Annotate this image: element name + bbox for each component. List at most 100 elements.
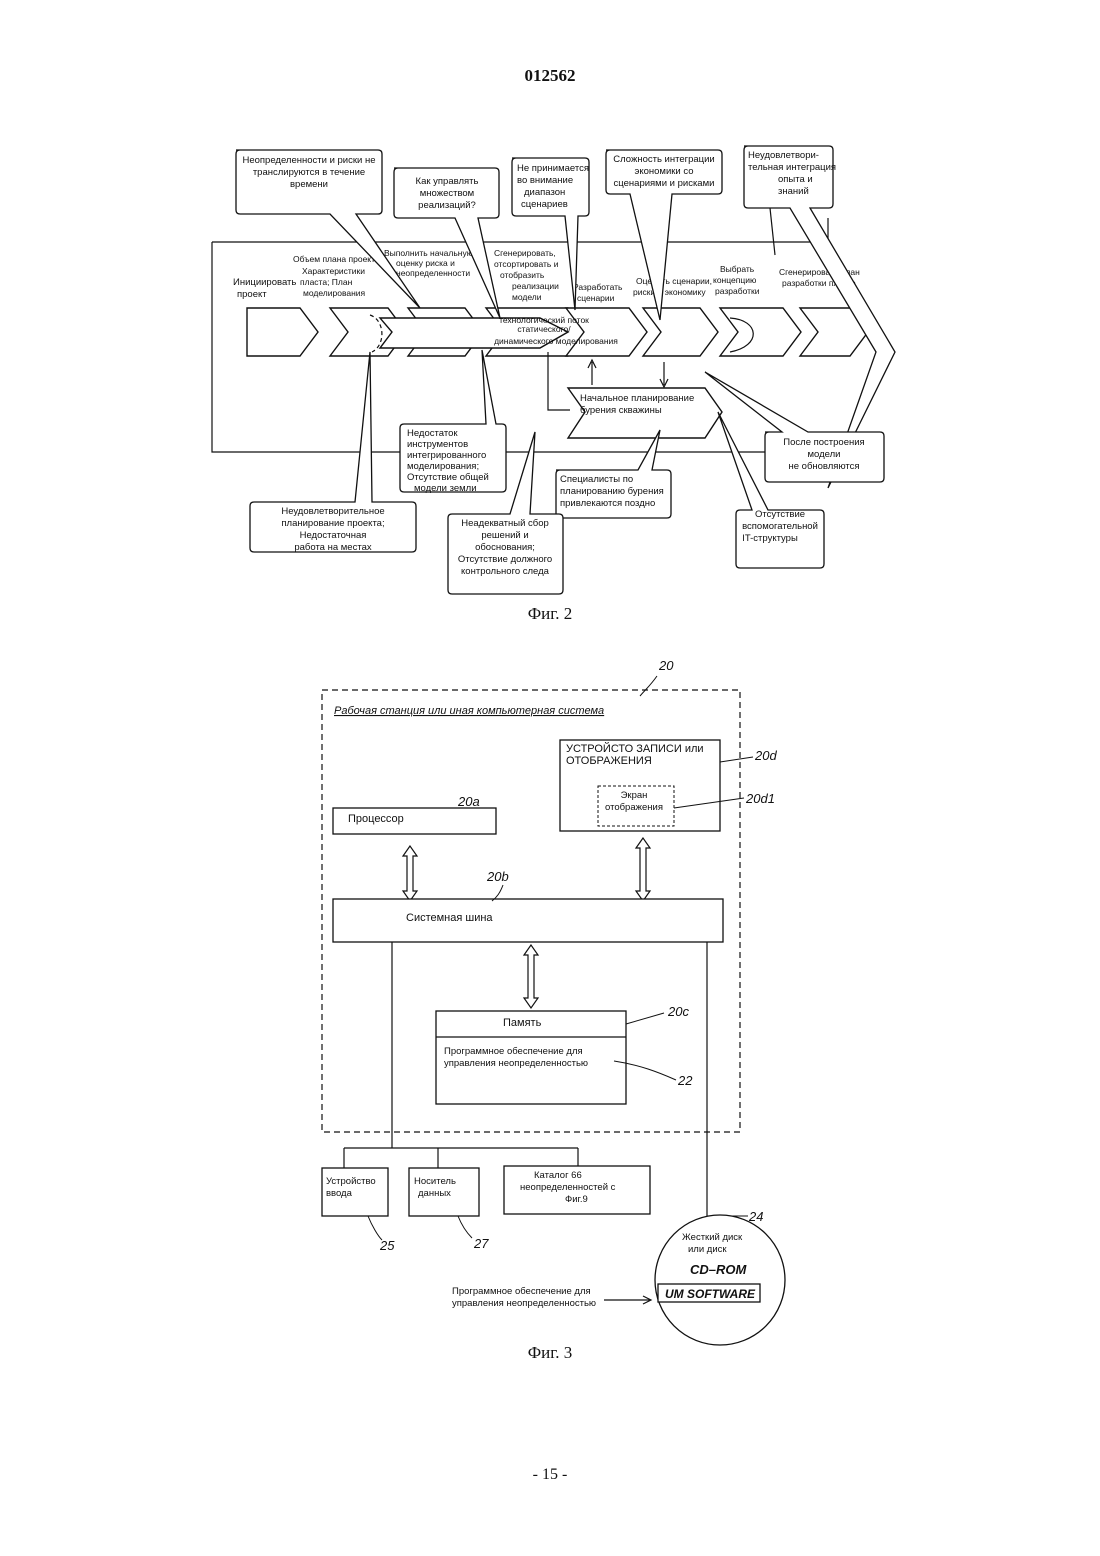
- step-risk-1: Выполнить начальную: [384, 248, 474, 258]
- svg-text:Как управлять: Как управлять: [416, 176, 479, 187]
- step-scenarios-1: Разработать: [573, 282, 623, 292]
- input-device-box: [322, 1168, 388, 1216]
- screen-label-1: Экран: [621, 790, 648, 801]
- svg-text:не обновляются: не обновляются: [789, 461, 860, 472]
- catalog-label-2: неопределенностей с: [520, 1182, 616, 1193]
- drilling-label-2: бурения скважины: [580, 405, 662, 416]
- svg-text:сценариями и рисками: сценариями и рисками: [614, 178, 715, 189]
- system-boundary: [322, 690, 740, 1132]
- ref-bus-leader: [492, 885, 503, 901]
- recorder-bus-arrow: [636, 838, 650, 901]
- svg-text:вспомогательной: вспомогательной: [742, 521, 818, 532]
- svg-text:После построения: После построения: [783, 437, 864, 448]
- workflow-label-3: динамического моделирования: [494, 336, 618, 346]
- step-initiate-1: Инициировать: [233, 277, 296, 288]
- svg-text:контрольного следа: контрольного следа: [461, 566, 550, 577]
- svg-text:моделирования;: моделирования;: [407, 461, 479, 472]
- figure-2-caption: Фиг. 2: [0, 604, 1100, 624]
- step-risk-3: неопределенности: [396, 268, 470, 278]
- figure-3-caption: Фиг. 3: [0, 1343, 1100, 1363]
- step-generate-3: отобразить: [500, 270, 545, 280]
- ref-input: 25: [379, 1238, 395, 1253]
- ref-storage: 27: [473, 1236, 489, 1251]
- storage-label-2: данных: [418, 1188, 451, 1199]
- ref-system: 20: [658, 658, 674, 673]
- svg-text:IT-структуры: IT-структуры: [742, 533, 798, 544]
- svg-text:экономики со: экономики со: [634, 166, 693, 177]
- memory-label: Память: [503, 1017, 542, 1029]
- svg-text:модели: модели: [808, 449, 841, 460]
- recorder-label-2: ОТОБРАЖЕНИЯ: [566, 755, 652, 767]
- svg-text:Не принимается: Не принимается: [517, 163, 589, 174]
- svg-text:модели земли: модели земли: [414, 483, 477, 494]
- svg-text:Недостаточная: Недостаточная: [300, 530, 367, 541]
- screen-box: [598, 786, 674, 826]
- svg-text:знаний: знаний: [778, 186, 809, 197]
- chevron-7: [720, 308, 801, 356]
- step-evaluate-2: риски и экономику: [633, 287, 706, 297]
- disk-label-1: Жесткий диск: [682, 1232, 743, 1243]
- memory-box: [436, 1011, 626, 1104]
- step-generate-4: реализации: [512, 281, 559, 291]
- svg-text:Недостаток: Недостаток: [407, 428, 458, 439]
- catalog-label-3: Фиг.9: [565, 1194, 588, 1205]
- ref-processor: 20a: [457, 794, 480, 809]
- step-evaluate-1: Оценить сценарии,: [636, 276, 712, 286]
- workflow-label-2: статического/: [517, 324, 571, 334]
- ref-recorder-leader: [720, 757, 753, 762]
- step-scenarios-2: сценарии: [577, 293, 615, 303]
- catalog-label-1: Каталог 66: [534, 1170, 582, 1181]
- svg-text:опыта и: опыта и: [778, 174, 813, 185]
- processor-label: Процессор: [348, 813, 404, 825]
- step-concept-3: разработки: [715, 286, 760, 296]
- step-generate-1: Сгенерировать,: [494, 248, 556, 258]
- ref-bus: 20b: [486, 869, 509, 884]
- svg-text:Сложность интеграции: Сложность интеграции: [613, 154, 714, 165]
- svg-text:Отсутствие должного: Отсутствие должного: [458, 554, 552, 565]
- processor-bus-arrow: [403, 846, 417, 901]
- ref-recorder: 20d: [754, 748, 777, 763]
- step-plan-1: Объем плана проекта;: [293, 254, 382, 264]
- svg-text:Неопределенности и риски не: Неопределенности и риски не: [242, 155, 375, 166]
- experience-pointer: [770, 208, 775, 255]
- um-software-box: [658, 1284, 760, 1302]
- chevron-1: [247, 308, 318, 356]
- svg-text:времени: времени: [290, 179, 328, 190]
- ref-memory: 20c: [667, 1004, 689, 1019]
- svg-text:Специалисты по: Специалисты по: [560, 474, 633, 485]
- callout-specialists: Специалисты по планированию бурения прив…: [556, 430, 671, 518]
- ref-screen: 20d1: [745, 791, 775, 806]
- disk-software-label-2: управления неопределенностью: [452, 1298, 596, 1309]
- svg-text:Отсутствие: Отсутствие: [755, 509, 805, 520]
- svg-text:тельная интеграция: тельная интеграция: [748, 162, 836, 173]
- step-initiate-2: проект: [237, 289, 267, 300]
- step-risk-2: оценку риска и: [396, 258, 455, 268]
- drilling-loop-left: [548, 352, 570, 410]
- disk-software-arrowhead: [643, 1296, 651, 1304]
- ref-storage-leader: [458, 1216, 472, 1238]
- ref-screen-leader: [674, 798, 744, 808]
- software-label-2: управления неопределенностью: [444, 1058, 588, 1069]
- svg-text:планированию бурения: планированию бурения: [560, 486, 664, 497]
- ref-software: 22: [677, 1073, 693, 1088]
- bus-label: Системная шина: [406, 912, 493, 924]
- step-plan-3: пласта; План: [300, 277, 353, 287]
- svg-text:решений и: решений и: [481, 530, 528, 541]
- recorder-box: [560, 740, 720, 831]
- disk-label-2: или диск: [688, 1244, 727, 1255]
- disk-circle: [655, 1215, 785, 1345]
- svg-text:транслируются в течение: транслируются в течение: [253, 167, 365, 178]
- svg-text:интегрированного: интегрированного: [407, 450, 486, 461]
- step-concept-2: концепцию: [713, 275, 757, 285]
- svg-text:Неудовлетвори-: Неудовлетвори-: [748, 150, 819, 161]
- storage-box: [409, 1168, 479, 1216]
- frame-top: [212, 218, 828, 242]
- svg-text:инструментов: инструментов: [407, 439, 468, 450]
- chevron-6: [643, 308, 718, 356]
- figure-2-diagram: технологический поток статического/ дина…: [0, 0, 1100, 640]
- svg-text:реализаций?: реализаций?: [418, 200, 476, 211]
- input-device-label-2: ввода: [326, 1188, 353, 1199]
- catalog-box: [504, 1166, 650, 1214]
- step-concept-1: Выбрать: [720, 264, 755, 274]
- storage-label-1: Носитель: [414, 1176, 456, 1187]
